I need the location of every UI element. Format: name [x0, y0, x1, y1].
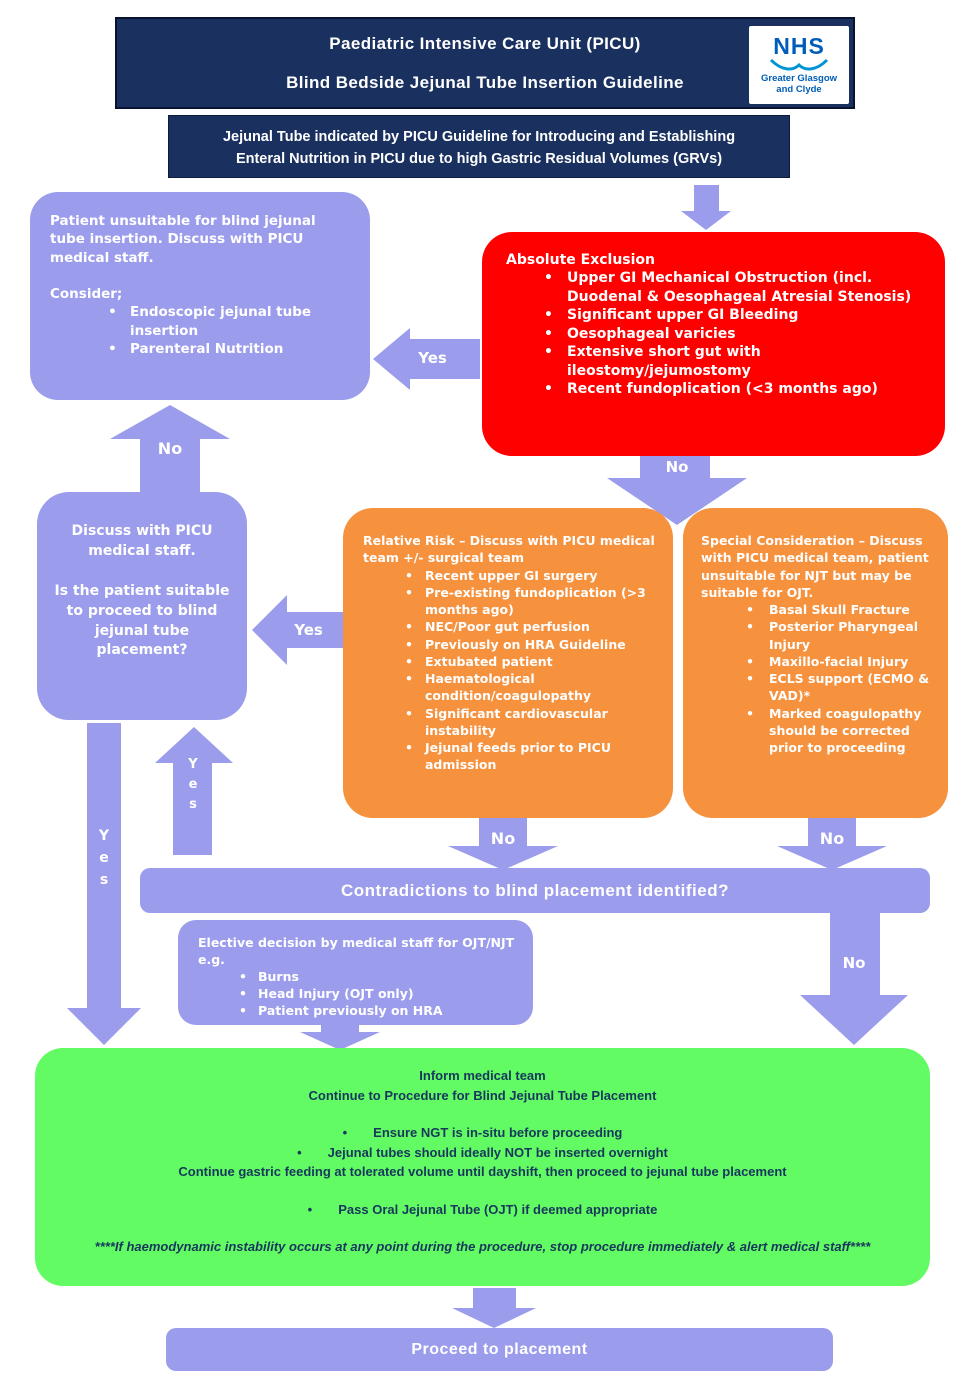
- arrow-no-discuss-to-unsuitable: No: [110, 405, 230, 492]
- unsuitable-box: Patient unsuitable for blind jejunal tub…: [30, 192, 370, 400]
- special-consideration-title: Special Consideration – Discuss with PIC…: [701, 533, 929, 600]
- arrow-no-special-to-bar: No: [777, 818, 887, 870]
- inform-bullet: Pass Oral Jejunal Tube (OJT) if deemed a…: [55, 1200, 910, 1220]
- unsuitable-consider: Consider;: [50, 286, 123, 303]
- arrow-yes-discuss-to-inform: Yes: [67, 723, 142, 1045]
- inform-box: Inform medical team Continue to Procedur…: [35, 1048, 930, 1286]
- no-label: No: [157, 439, 183, 458]
- no-label: No: [819, 829, 845, 848]
- exclusion-bullet: Oesophageal varicies: [506, 325, 925, 343]
- risk-bullet: NEC/Poor gut perfusion: [363, 618, 659, 635]
- yes-label: Yes: [294, 621, 323, 639]
- exclusion-bullet: Recent fundoplication (<3 months ago): [506, 380, 925, 398]
- page-title: Paediatric Intensive Care Unit (PICU): [329, 34, 641, 53]
- risk-bullet: Jejunal feeds prior to PICU admission: [363, 739, 659, 774]
- proceed-bar: Proceed to placement: [166, 1328, 833, 1371]
- exclusion-bullet: Significant upper GI Bleeding: [506, 306, 925, 324]
- special-bullet: Basal Skull Fracture: [701, 601, 940, 618]
- contradictions-bar: Contradictions to blind placement identi…: [140, 868, 930, 913]
- elective-box: Elective decision by medical staff for O…: [178, 920, 533, 1025]
- nhs-org-line2: and Clyde: [776, 84, 822, 95]
- nhs-logo: NHS Greater Glasgow and Clyde: [749, 26, 849, 104]
- risk-bullet: Extubated patient: [363, 653, 659, 670]
- unsuitable-bullet: Parenteral Nutrition: [50, 340, 352, 358]
- unsuitable-text: Patient unsuitable for blind jejunal tub…: [50, 213, 316, 266]
- exclusion-bullet: Upper GI Mechanical Obstruction (incl. D…: [506, 269, 925, 306]
- arrow-inform-to-proceed: [452, 1288, 536, 1328]
- relative-risk-box: Relative Risk – Discuss with PICU medica…: [343, 508, 673, 818]
- unsuitable-bullet: Endoscopic jejunal tube insertion: [50, 303, 352, 340]
- special-bullet: ECLS support (ECMO & VAD)*: [701, 670, 940, 705]
- elective-bullet: Head Injury (OJT only): [198, 985, 519, 1002]
- risk-bullet: Pre-existing fundoplication (>3 months a…: [363, 584, 659, 619]
- elective-intro: Elective decision by medical staff for O…: [198, 935, 515, 967]
- discuss-line2: Is the patient suitable to proceed to bl…: [54, 582, 230, 659]
- risk-bullet: Haematological condition/coagulopathy: [363, 670, 659, 705]
- arrow-yes-exclusion-to-unsuitable: Yes: [373, 328, 480, 390]
- inform-line2: Continue to Procedure for Blind Jejunal …: [308, 1087, 657, 1103]
- discuss-box: Discuss with PICU medical staff. Is the …: [37, 492, 247, 720]
- risk-bullet: Significant cardiovascular instability: [363, 705, 659, 740]
- no-label: No: [842, 954, 866, 972]
- header: Paediatric Intensive Care Unit (PICU) Bl…: [115, 17, 855, 109]
- no-label: No: [665, 458, 689, 476]
- page-subtitle: Blind Bedside Jejunal Tube Insertion Gui…: [286, 73, 684, 92]
- absolute-exclusion-box: Absolute Exclusion Upper GI Mechanical O…: [482, 232, 945, 456]
- inform-bullet: Ensure NGT is in-situ before proceeding: [55, 1123, 910, 1143]
- indication-line1: Jejunal Tube indicated by PICU Guideline…: [222, 129, 736, 145]
- yes-label-vertical: Yes: [188, 757, 198, 812]
- elective-bullet: Burns: [198, 968, 519, 985]
- indication-box: Jejunal Tube indicated by PICU Guideline…: [168, 115, 790, 178]
- arrow-no-risk-to-bar: No: [448, 818, 558, 870]
- nhs-org-line1: Greater Glasgow: [760, 72, 838, 84]
- yes-label: Yes: [418, 349, 447, 367]
- inform-line1: Inform medical team: [419, 1068, 546, 1083]
- discuss-line1: Discuss with PICU medical staff.: [71, 523, 213, 559]
- special-consideration-box: Special Consideration – Discuss with PIC…: [683, 508, 948, 818]
- nhs-logo-text: NHS: [773, 32, 825, 59]
- arrow-yes-bar-to-discuss: Yes: [155, 727, 233, 855]
- risk-bullet: Recent upper GI surgery: [363, 567, 659, 584]
- special-bullet: Maxillo-facial Injury: [701, 653, 940, 670]
- arrow-no-bar-to-inform: No: [800, 912, 908, 1045]
- nhs-swoosh-icon: [769, 58, 829, 71]
- special-bullet: Posterior Pharyngeal Injury: [701, 618, 940, 653]
- special-bullet: Marked coagulopathy should be corrected …: [701, 705, 940, 757]
- proceed-text: Proceed to placement: [411, 1341, 588, 1358]
- inform-bullet: Jejunal tubes should ideally NOT be inse…: [55, 1143, 910, 1163]
- arrow-indication-to-exclusion: [681, 185, 731, 230]
- relative-risk-title: Relative Risk – Discuss with PICU medica…: [363, 533, 655, 566]
- arrow-yes-risk-to-discuss: Yes: [252, 595, 345, 665]
- indication-line2: Enteral Nutrition in PICU due to high Ga…: [235, 151, 723, 168]
- contradictions-text: Contradictions to blind placement identi…: [340, 881, 729, 900]
- risk-bullet: Previously on HRA Guideline: [363, 636, 659, 653]
- inform-line3: Continue gastric feeding at tolerated vo…: [178, 1164, 787, 1179]
- elective-bullet: Patient previously on HRA: [198, 1002, 519, 1019]
- no-label: No: [490, 829, 516, 848]
- yes-label-vertical: Yes: [98, 828, 110, 888]
- exclusion-bullet: Extensive short gut with ileostomy/jejum…: [506, 343, 925, 380]
- inform-warning: ****If haemodynamic instability occurs a…: [94, 1239, 871, 1254]
- absolute-exclusion-title: Absolute Exclusion: [506, 252, 656, 268]
